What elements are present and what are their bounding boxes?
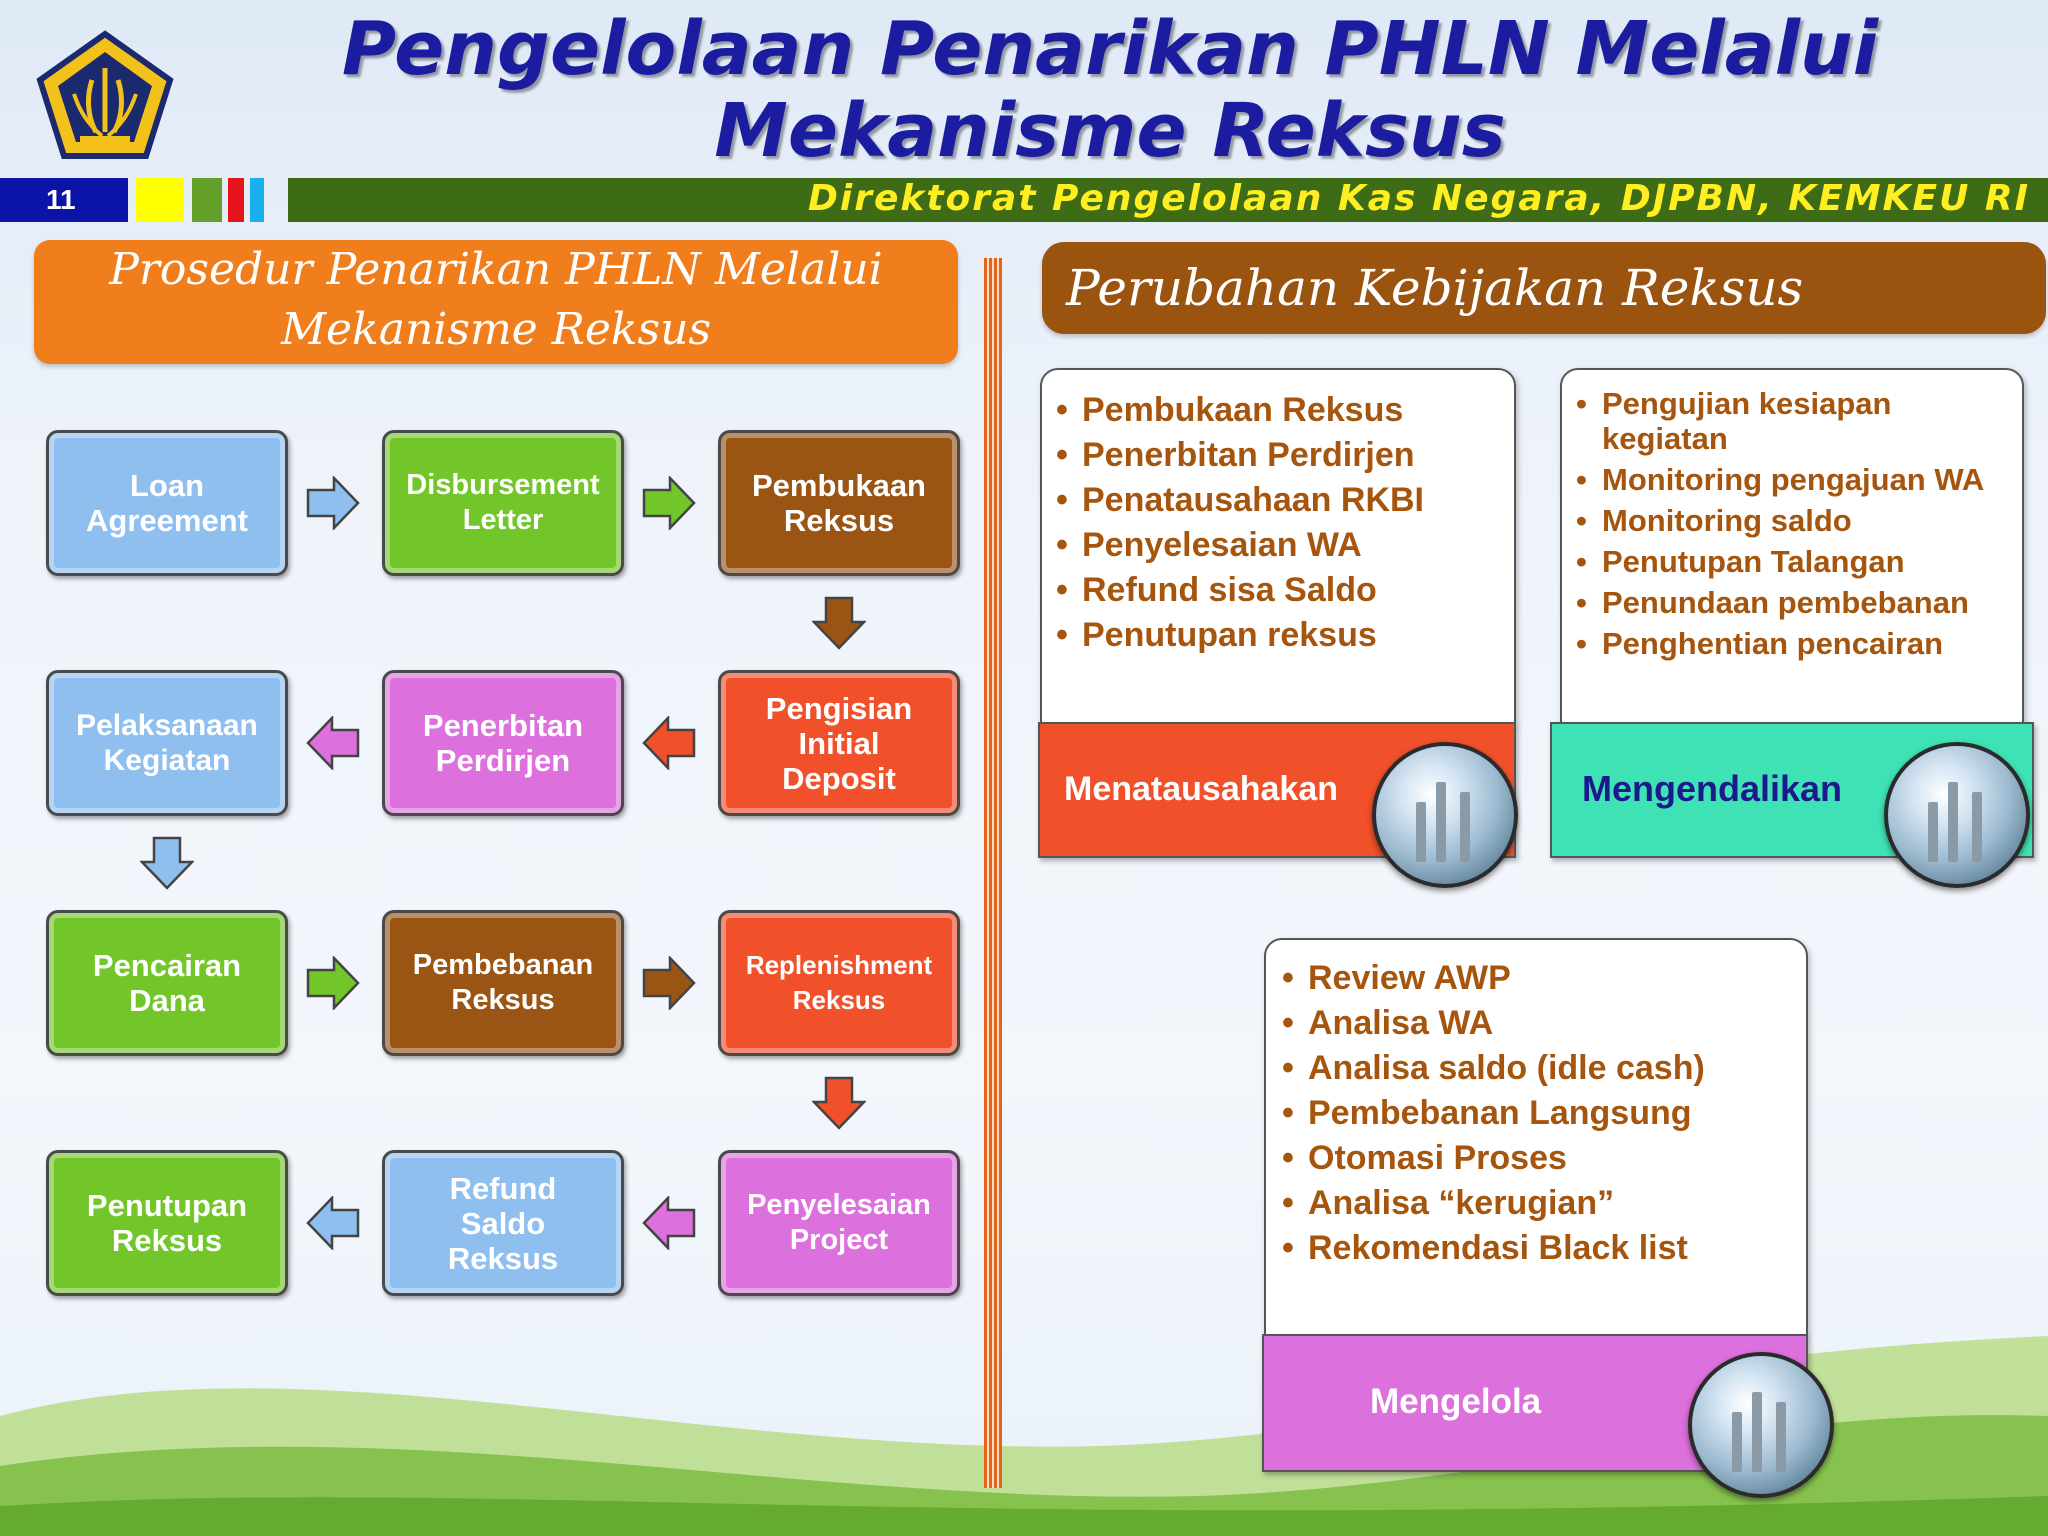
box-text: Agreement (86, 503, 248, 538)
arrow-left-icon (642, 1196, 696, 1250)
mengelola-list: Review AWP Analisa WA Analisa saldo (idl… (1266, 940, 1806, 1271)
list-item: Penerbitan Perdirjen (1056, 433, 1514, 478)
city-globe-icon (1884, 742, 2030, 888)
box-text: Reksus (447, 1240, 559, 1276)
box-text: Disbursement (406, 469, 600, 501)
box-text: Loan (129, 468, 205, 503)
list-item: Analisa “kerugian” (1282, 1181, 1806, 1226)
left-section-header: Prosedur Penarikan PHLN Melalui Mekanism… (34, 240, 958, 364)
list-item: Penatausahaan RKBI (1056, 478, 1514, 523)
arrow-left-icon (642, 716, 696, 770)
box-text: Pengisian (765, 690, 913, 726)
arrow-down-icon (812, 596, 866, 650)
box-text: Project (789, 1224, 889, 1256)
arrow-left-icon (306, 1196, 360, 1250)
cyan-square (250, 178, 264, 222)
arrow-right-icon (306, 956, 360, 1010)
background-hills (0, 1336, 2048, 1536)
card-menatausahakan: Pembukaan Reksus Penerbitan Perdirjen Pe… (1040, 368, 1516, 724)
list-item: Pembebanan Langsung (1282, 1091, 1806, 1136)
box-text: Pencairan (92, 948, 242, 983)
box-text: Dana (129, 983, 205, 1018)
vertical-divider (984, 258, 1002, 1488)
box-text: Kegiatan (103, 744, 231, 777)
arrow-right-icon (642, 476, 696, 530)
box-text: Reksus (783, 503, 895, 538)
band-label: Mengelola (1370, 1382, 1542, 1421)
page-title: Pengelolaan Penarikan PHLN Melalui Mekan… (300, 8, 1920, 172)
box-text: Replenishment (745, 950, 933, 980)
box-text: Reksus (111, 1223, 223, 1258)
list-item: Review AWP (1282, 956, 1806, 1001)
box-text: Pembebanan (412, 949, 594, 981)
list-item: Monitoring pengajuan WA (1576, 462, 2022, 503)
box-text: Penutupan (86, 1188, 248, 1223)
arrow-right-icon (306, 476, 360, 530)
box-text: Letter (462, 504, 544, 536)
card-mengelola: Review AWP Analisa WA Analisa saldo (idl… (1264, 938, 1808, 1336)
box-text: Penyelesaian (747, 1189, 931, 1221)
list-item: Pembukaan Reksus (1056, 388, 1514, 433)
kemenkeu-logo (36, 30, 174, 159)
directorate-label: Direktorat Pengelolaan Kas Negara, DJPBN… (807, 178, 2030, 219)
yellow-square (136, 178, 184, 222)
title-line-1: Pengelolaan Penarikan PHLN Melalui (341, 6, 1879, 92)
box-text: Reksus (451, 984, 555, 1016)
arrow-left-icon (306, 716, 360, 770)
arrow-down-icon (812, 1076, 866, 1130)
list-item: Refund sisa Saldo (1056, 568, 1514, 613)
list-item: Penutupan reksus (1056, 613, 1514, 658)
box-text: Refund (449, 1170, 557, 1206)
list-item: Analisa saldo (idle cash) (1282, 1046, 1806, 1091)
box-text: Saldo (460, 1205, 546, 1241)
slide-number: 11 (0, 178, 128, 222)
box-text: Pembukaan (751, 468, 926, 503)
title-line-2: Mekanisme Reksus (714, 88, 1506, 174)
arrow-right-icon (642, 956, 696, 1010)
box-text: Pelaksanaan (76, 709, 258, 742)
list-item: Rekomendasi Black list (1282, 1226, 1806, 1271)
header-green-bar (288, 178, 2048, 222)
band-label: Menatausahakan (1064, 770, 1338, 808)
left-header-line-2: Mekanisme Reksus (280, 304, 712, 355)
list-item: Monitoring saldo (1576, 503, 2022, 544)
list-item: Pengujian kesiapan kegiatan (1576, 386, 2022, 462)
city-globe-icon (1688, 1352, 1834, 1498)
right-section-header: Perubahan Kebijakan Reksus (1042, 242, 2046, 334)
box-text: Penerbitan (422, 708, 584, 743)
box-text: Initial (798, 725, 880, 761)
card-mengendalikan: Pengujian kesiapan kegiatan Monitoring p… (1560, 368, 2024, 724)
box-text: Reksus (792, 985, 886, 1015)
list-item: Penghentian pencairan (1576, 626, 2022, 667)
list-item: Penyelesaian WA (1056, 523, 1514, 568)
list-item: Otomasi Proses (1282, 1136, 1806, 1181)
green-square (192, 178, 222, 222)
list-item: Penundaan pembebanan (1576, 585, 2022, 626)
city-globe-icon (1372, 742, 1518, 888)
menatausahakan-list: Pembukaan Reksus Penerbitan Perdirjen Pe… (1042, 370, 1514, 658)
list-item: Analisa WA (1282, 1001, 1806, 1046)
arrow-down-icon (140, 836, 194, 890)
red-square (228, 178, 244, 222)
left-header-line-1: Prosedur Penarikan PHLN Melalui (109, 244, 883, 295)
mengendalikan-list: Pengujian kesiapan kegiatan Monitoring p… (1562, 370, 2022, 667)
list-item: Penutupan Talangan (1576, 544, 2022, 585)
band-label: Mengendalikan (1582, 768, 1843, 809)
box-text: Deposit (782, 760, 896, 796)
box-text: Perdirjen (435, 743, 571, 778)
